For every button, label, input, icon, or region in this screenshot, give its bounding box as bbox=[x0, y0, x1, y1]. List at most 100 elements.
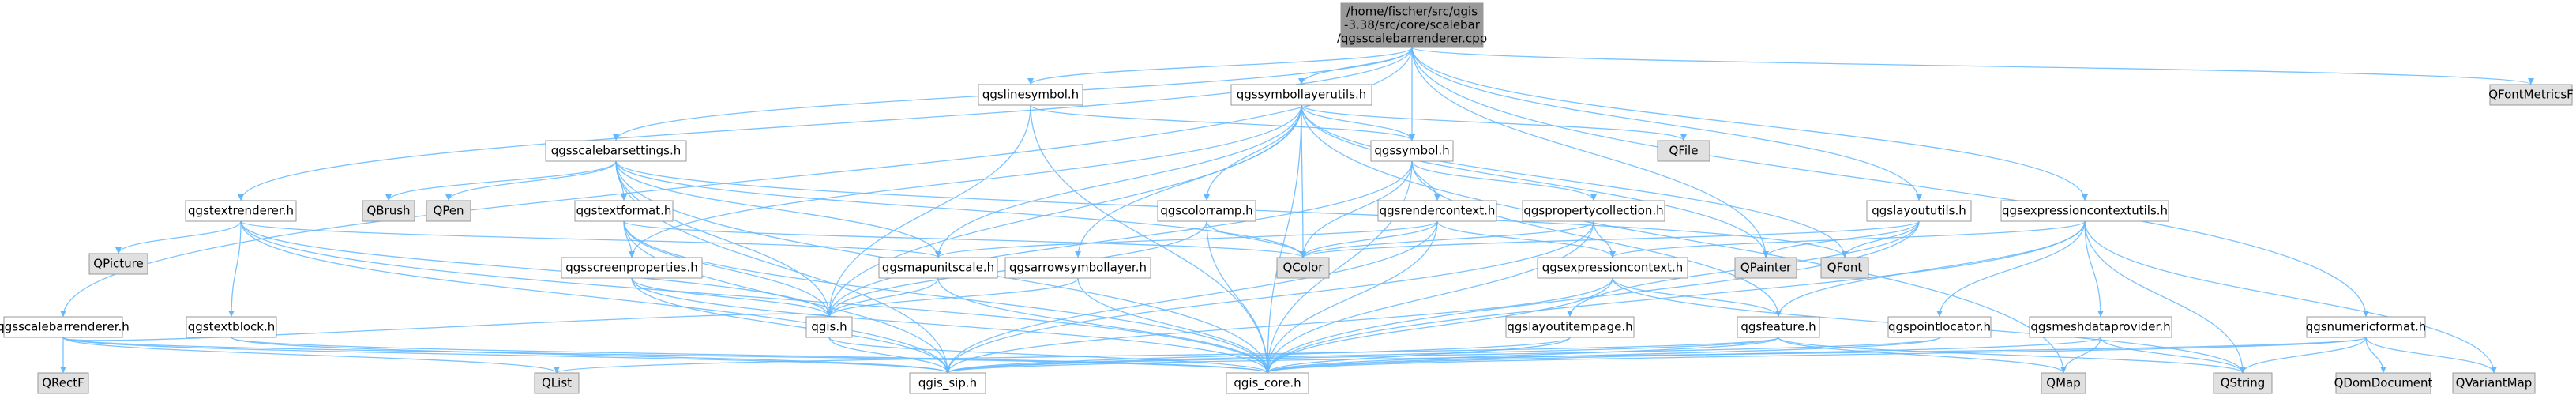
node-qgspointlocator[interactable]: qgspointlocator.h bbox=[1887, 316, 1992, 338]
node-qgsmapunitscale[interactable]: qgsmapunitscale.h bbox=[878, 257, 998, 279]
node-qgsexpressioncontext[interactable]: qgsexpressioncontext.h bbox=[1537, 257, 1688, 279]
edge-qgsmeshdataprovider-to-QString bbox=[2100, 337, 2244, 374]
node-QRectF: QRectF bbox=[37, 372, 89, 394]
node-qgstextrenderer[interactable]: qgstextrenderer.h bbox=[185, 200, 297, 222]
node-qgsexpressioncontextutils[interactable]: qgsexpressioncontextutils.h bbox=[2000, 200, 2169, 222]
edge-qgsfeature-to-qgis_sip bbox=[947, 337, 1779, 374]
node-label-qgis_core: qgis_core.h bbox=[1234, 376, 1301, 391]
edge-qgstextrenderer-to-qgstextblock bbox=[231, 220, 242, 318]
node-qgscolorramp[interactable]: qgscolorramp.h bbox=[1157, 200, 1256, 222]
node-qgis[interactable]: qgis.h bbox=[805, 316, 853, 338]
node-qgssymbol[interactable]: qgssymbol.h bbox=[1370, 140, 1454, 162]
node-qgis_core[interactable]: qgis_core.h bbox=[1226, 372, 1309, 394]
edge-qgsmapunitscale-to-qgis bbox=[828, 277, 939, 318]
node-QBrush: QBrush bbox=[362, 200, 415, 222]
node-qgsarrowsymbollayer[interactable]: qgsarrowsymbollayer.h bbox=[1004, 257, 1151, 279]
node-qgsrendercontext[interactable]: qgsrendercontext.h bbox=[1377, 200, 1497, 222]
edge-qgssymbol-to-qgspropertycollection bbox=[1411, 160, 1594, 201]
edge-qgscolorramp-to-qgis_core bbox=[1206, 220, 1268, 374]
edge-qgslayoututils-to-QFont bbox=[1844, 220, 1920, 258]
edge-qgstextformat-to-qgis bbox=[623, 220, 830, 318]
edge-qgspropertycollection-to-qgis_core bbox=[1267, 220, 1594, 374]
edge-qgsfeature-to-QMap bbox=[1778, 337, 2064, 374]
edge-root-to-QPainter bbox=[1411, 47, 1767, 258]
node-qgis_sip[interactable]: qgis_sip.h bbox=[909, 372, 986, 394]
node-root[interactable]: /home/fischer/src/qgis-3.38/src/core/sca… bbox=[1337, 2, 1487, 48]
node-label-QRectF: QRectF bbox=[42, 376, 84, 390]
edge-qgslinesymbol-to-qgis bbox=[828, 104, 1031, 318]
node-qgslayoututils[interactable]: qgslayoututils.h bbox=[1866, 200, 1972, 222]
edge-arrowhead-root-to-qgsexpressioncontextutils bbox=[2082, 194, 2088, 201]
node-box-qgspropertycollection bbox=[1522, 200, 1665, 222]
edge-root-to-qgsexpressioncontextutils bbox=[1411, 47, 2086, 201]
node-qgstextblock[interactable]: qgstextblock.h bbox=[186, 316, 277, 338]
node-QFile: QFile bbox=[1657, 140, 1710, 162]
node-qgstextformat[interactable]: qgstextformat.h bbox=[574, 200, 674, 222]
node-label-qgsmapunitscale: qgsmapunitscale.h bbox=[882, 261, 994, 275]
node-box-qgsrendercontext bbox=[1377, 200, 1497, 222]
edge-qgsexpressioncontext-to-qgsfeature bbox=[1612, 277, 1779, 318]
node-box-QPicture bbox=[88, 253, 148, 275]
node-box-qgstextblock bbox=[186, 316, 277, 338]
node-label-qgis: qgis.h bbox=[811, 320, 847, 334]
node-label-QPen: QPen bbox=[433, 204, 464, 218]
node-box-QColor bbox=[1276, 257, 1330, 279]
edge-arrowhead-qgsrendercontext-to-qgsmapunitscale bbox=[935, 251, 941, 258]
edge-arrowhead-qgslayoututils-to-QColor bbox=[1300, 251, 1306, 258]
node-label-qgspropertycollection: qgspropertycollection.h bbox=[1523, 204, 1663, 218]
node-qgssymbollayerutils[interactable]: qgssymbollayerutils.h bbox=[1230, 84, 1372, 106]
node-box-qgstextrenderer bbox=[185, 200, 297, 222]
edge-arrowhead-qgsexpressioncontextutils-to-qgsexpressioncontext bbox=[1609, 251, 1616, 258]
edge-arrowhead-root-to-qgslinesymbol bbox=[1027, 78, 1034, 85]
node-label-QList: QList bbox=[542, 376, 572, 390]
node-qgslayoutitempage[interactable]: qgslayoutitempage.h bbox=[1505, 316, 1635, 338]
edge-arrowhead-qgsscalebarrenderer-to-qgis bbox=[826, 311, 832, 317]
edge-qgstextformat-to-qgis_sip bbox=[623, 220, 948, 374]
node-label-qgsscalebarsettings: qgsscalebarsettings.h bbox=[551, 144, 681, 158]
node-box-qgsexpressioncontextutils bbox=[2000, 200, 2169, 222]
node-qgsscreenproperties[interactable]: qgsscreenproperties.h bbox=[561, 257, 703, 279]
edge-qgslinesymbol-to-qgis_core bbox=[1030, 104, 1268, 374]
node-qgsmeshdataprovider[interactable]: qgsmeshdataprovider.h bbox=[2029, 316, 2172, 338]
edge-qgsscalebarsettings-to-qgis bbox=[615, 160, 830, 318]
node-QPen: QPen bbox=[426, 200, 471, 222]
node-box-qgslayoututils bbox=[1866, 200, 1972, 222]
node-box-qgslayoutitempage bbox=[1505, 316, 1635, 338]
edge-qgsscalebarrenderer-to-qgis_sip bbox=[62, 337, 948, 374]
node-qgsfeature[interactable]: qgsfeature.h bbox=[1737, 316, 1820, 338]
node-label-QBrush: QBrush bbox=[366, 204, 410, 218]
node-label-QPicture: QPicture bbox=[93, 257, 143, 271]
node-qgslinesymbol[interactable]: qgslinesymbol.h bbox=[978, 84, 1083, 106]
edge-arrowhead-qgsfeature-to-QList bbox=[554, 367, 560, 373]
edge-arrowhead-root-to-qgslayoututils bbox=[1916, 194, 1922, 201]
node-label-qgsscreenproperties: qgsscreenproperties.h bbox=[565, 261, 698, 275]
node-label-QVariantMap: QVariantMap bbox=[2456, 376, 2533, 390]
node-qgsnumericformat[interactable]: qgsnumericformat.h bbox=[2306, 316, 2427, 338]
edge-qgsexpressioncontextutils-to-qgsmeshdataprovider bbox=[2084, 220, 2101, 318]
edge-qgsrendercontext-to-qgsexpressioncontext bbox=[1436, 220, 1613, 258]
edge-arrowhead-qgslayoututils-to-qgslayoutitempage bbox=[1567, 311, 1573, 317]
node-QVariantMap: QVariantMap bbox=[2452, 372, 2536, 394]
node-qgspropertycollection[interactable]: qgspropertycollection.h bbox=[1522, 200, 1665, 222]
edge-arrowhead-root-to-qgsscalebarrenderer bbox=[60, 311, 66, 317]
edge-arrowhead-qgsscalebarsettings-to-QPen bbox=[445, 194, 452, 201]
edge-qgis-to-qgis_sip bbox=[828, 337, 948, 374]
edge-qgis-to-qgis_core bbox=[828, 337, 1268, 374]
edge-qgssymbol-to-QColor bbox=[1302, 160, 1413, 258]
node-qgsscalebarrenderer[interactable]: qgsscalebarrenderer.h bbox=[0, 316, 130, 338]
node-label-root: -3.38/src/core/scalebar bbox=[1344, 18, 1481, 32]
node-qgsscalebarsettings[interactable]: qgsscalebarsettings.h bbox=[545, 140, 687, 162]
edge-qgssymbollayerutils-to-qgsmapunitscale bbox=[937, 104, 1302, 258]
edge-arrowhead-qgsnumericformat-to-QVariantMap bbox=[2491, 367, 2497, 373]
node-label-qgsexpressioncontextutils: qgsexpressioncontextutils.h bbox=[2002, 204, 2168, 218]
edge-qgssymbollayerutils-to-QMap bbox=[1301, 104, 2064, 374]
node-box-qgsmapunitscale bbox=[878, 257, 998, 279]
edge-qgstextrenderer-to-qgsmapunitscale bbox=[240, 220, 939, 258]
node-box-qgspointlocator bbox=[1887, 316, 1992, 338]
node-QDomDocument: QDomDocument bbox=[2334, 372, 2433, 394]
node-QColor: QColor bbox=[1276, 257, 1330, 279]
edge-arrowhead-qgssymbol-to-qgsrendercontext bbox=[1434, 194, 1440, 201]
node-QPicture: QPicture bbox=[88, 253, 148, 275]
node-box-qgslinesymbol bbox=[978, 84, 1083, 106]
node-box-qgstextformat bbox=[574, 200, 674, 222]
